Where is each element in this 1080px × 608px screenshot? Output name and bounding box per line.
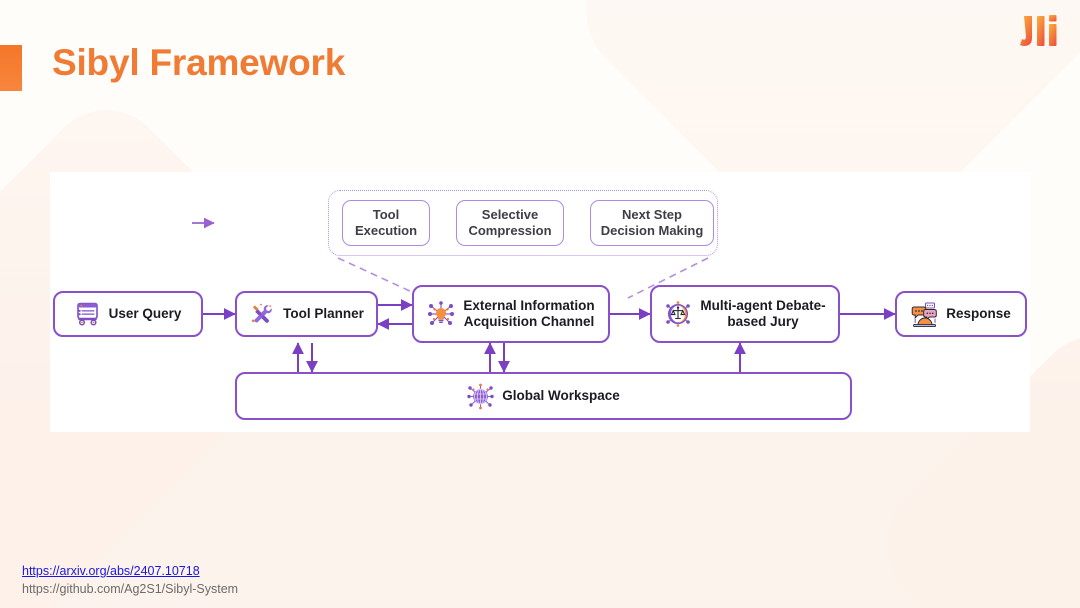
link-github[interactable]: https://github.com/Ag2S1/Sibyl-System bbox=[22, 581, 239, 596]
node-user-query[interactable]: User Query bbox=[53, 291, 203, 337]
node-global-workspace[interactable]: Global Workspace bbox=[235, 372, 852, 420]
pipeline-step-selective-compression[interactable]: Selective Compression bbox=[456, 200, 564, 246]
tool-execution-pipeline-group bbox=[328, 190, 718, 256]
tools-wrench-screwdriver-icon bbox=[252, 303, 272, 323]
pipeline-step-label: Next Step Decision Making bbox=[600, 207, 704, 238]
balance-scales-icon bbox=[666, 301, 691, 327]
link-arxiv[interactable]: https://arxiv.org/abs/2407.10718 bbox=[22, 564, 200, 578]
slide-header: Sibyl Framework bbox=[0, 0, 1080, 150]
jli-logo-icon bbox=[1010, 10, 1062, 52]
title-accent-bar bbox=[0, 45, 22, 91]
pipeline-step-next-step-decision-making[interactable]: Next Step Decision Making bbox=[590, 200, 714, 246]
footer-links: https://arxiv.org/abs/2407.10718 https:/… bbox=[22, 563, 238, 599]
pipeline-step-tool-execution[interactable]: Tool Execution bbox=[342, 200, 430, 246]
framework-diagram-panel: Tool Execution Selective Compression Nex… bbox=[50, 172, 1030, 432]
node-label: Response bbox=[946, 305, 1011, 321]
node-label: Tool Planner bbox=[283, 305, 364, 321]
node-label: Multi-agent Debate- based Jury bbox=[700, 297, 826, 329]
node-label: User Query bbox=[108, 305, 182, 321]
page-title: Sibyl Framework bbox=[52, 42, 346, 83]
pipeline-step-label: Selective Compression bbox=[468, 207, 552, 238]
node-multi-agent-debate-based-jury[interactable]: Multi-agent Debate- based Jury bbox=[650, 285, 840, 343]
node-label: Global Workspace bbox=[502, 387, 620, 403]
node-label: External Information Acquisition Channel bbox=[463, 297, 595, 329]
lightbulb-network-icon bbox=[428, 301, 455, 325]
form-card-icon bbox=[76, 302, 98, 326]
node-response[interactable]: Response bbox=[895, 291, 1027, 337]
pipeline-step-label: Tool Execution bbox=[354, 207, 418, 238]
globe-network-icon bbox=[467, 383, 494, 409]
chat-bubbles-icon bbox=[911, 302, 938, 327]
node-tool-planner[interactable]: Tool Planner bbox=[235, 291, 378, 337]
node-external-information-acquisition-channel[interactable]: External Information Acquisition Channel bbox=[412, 285, 610, 343]
